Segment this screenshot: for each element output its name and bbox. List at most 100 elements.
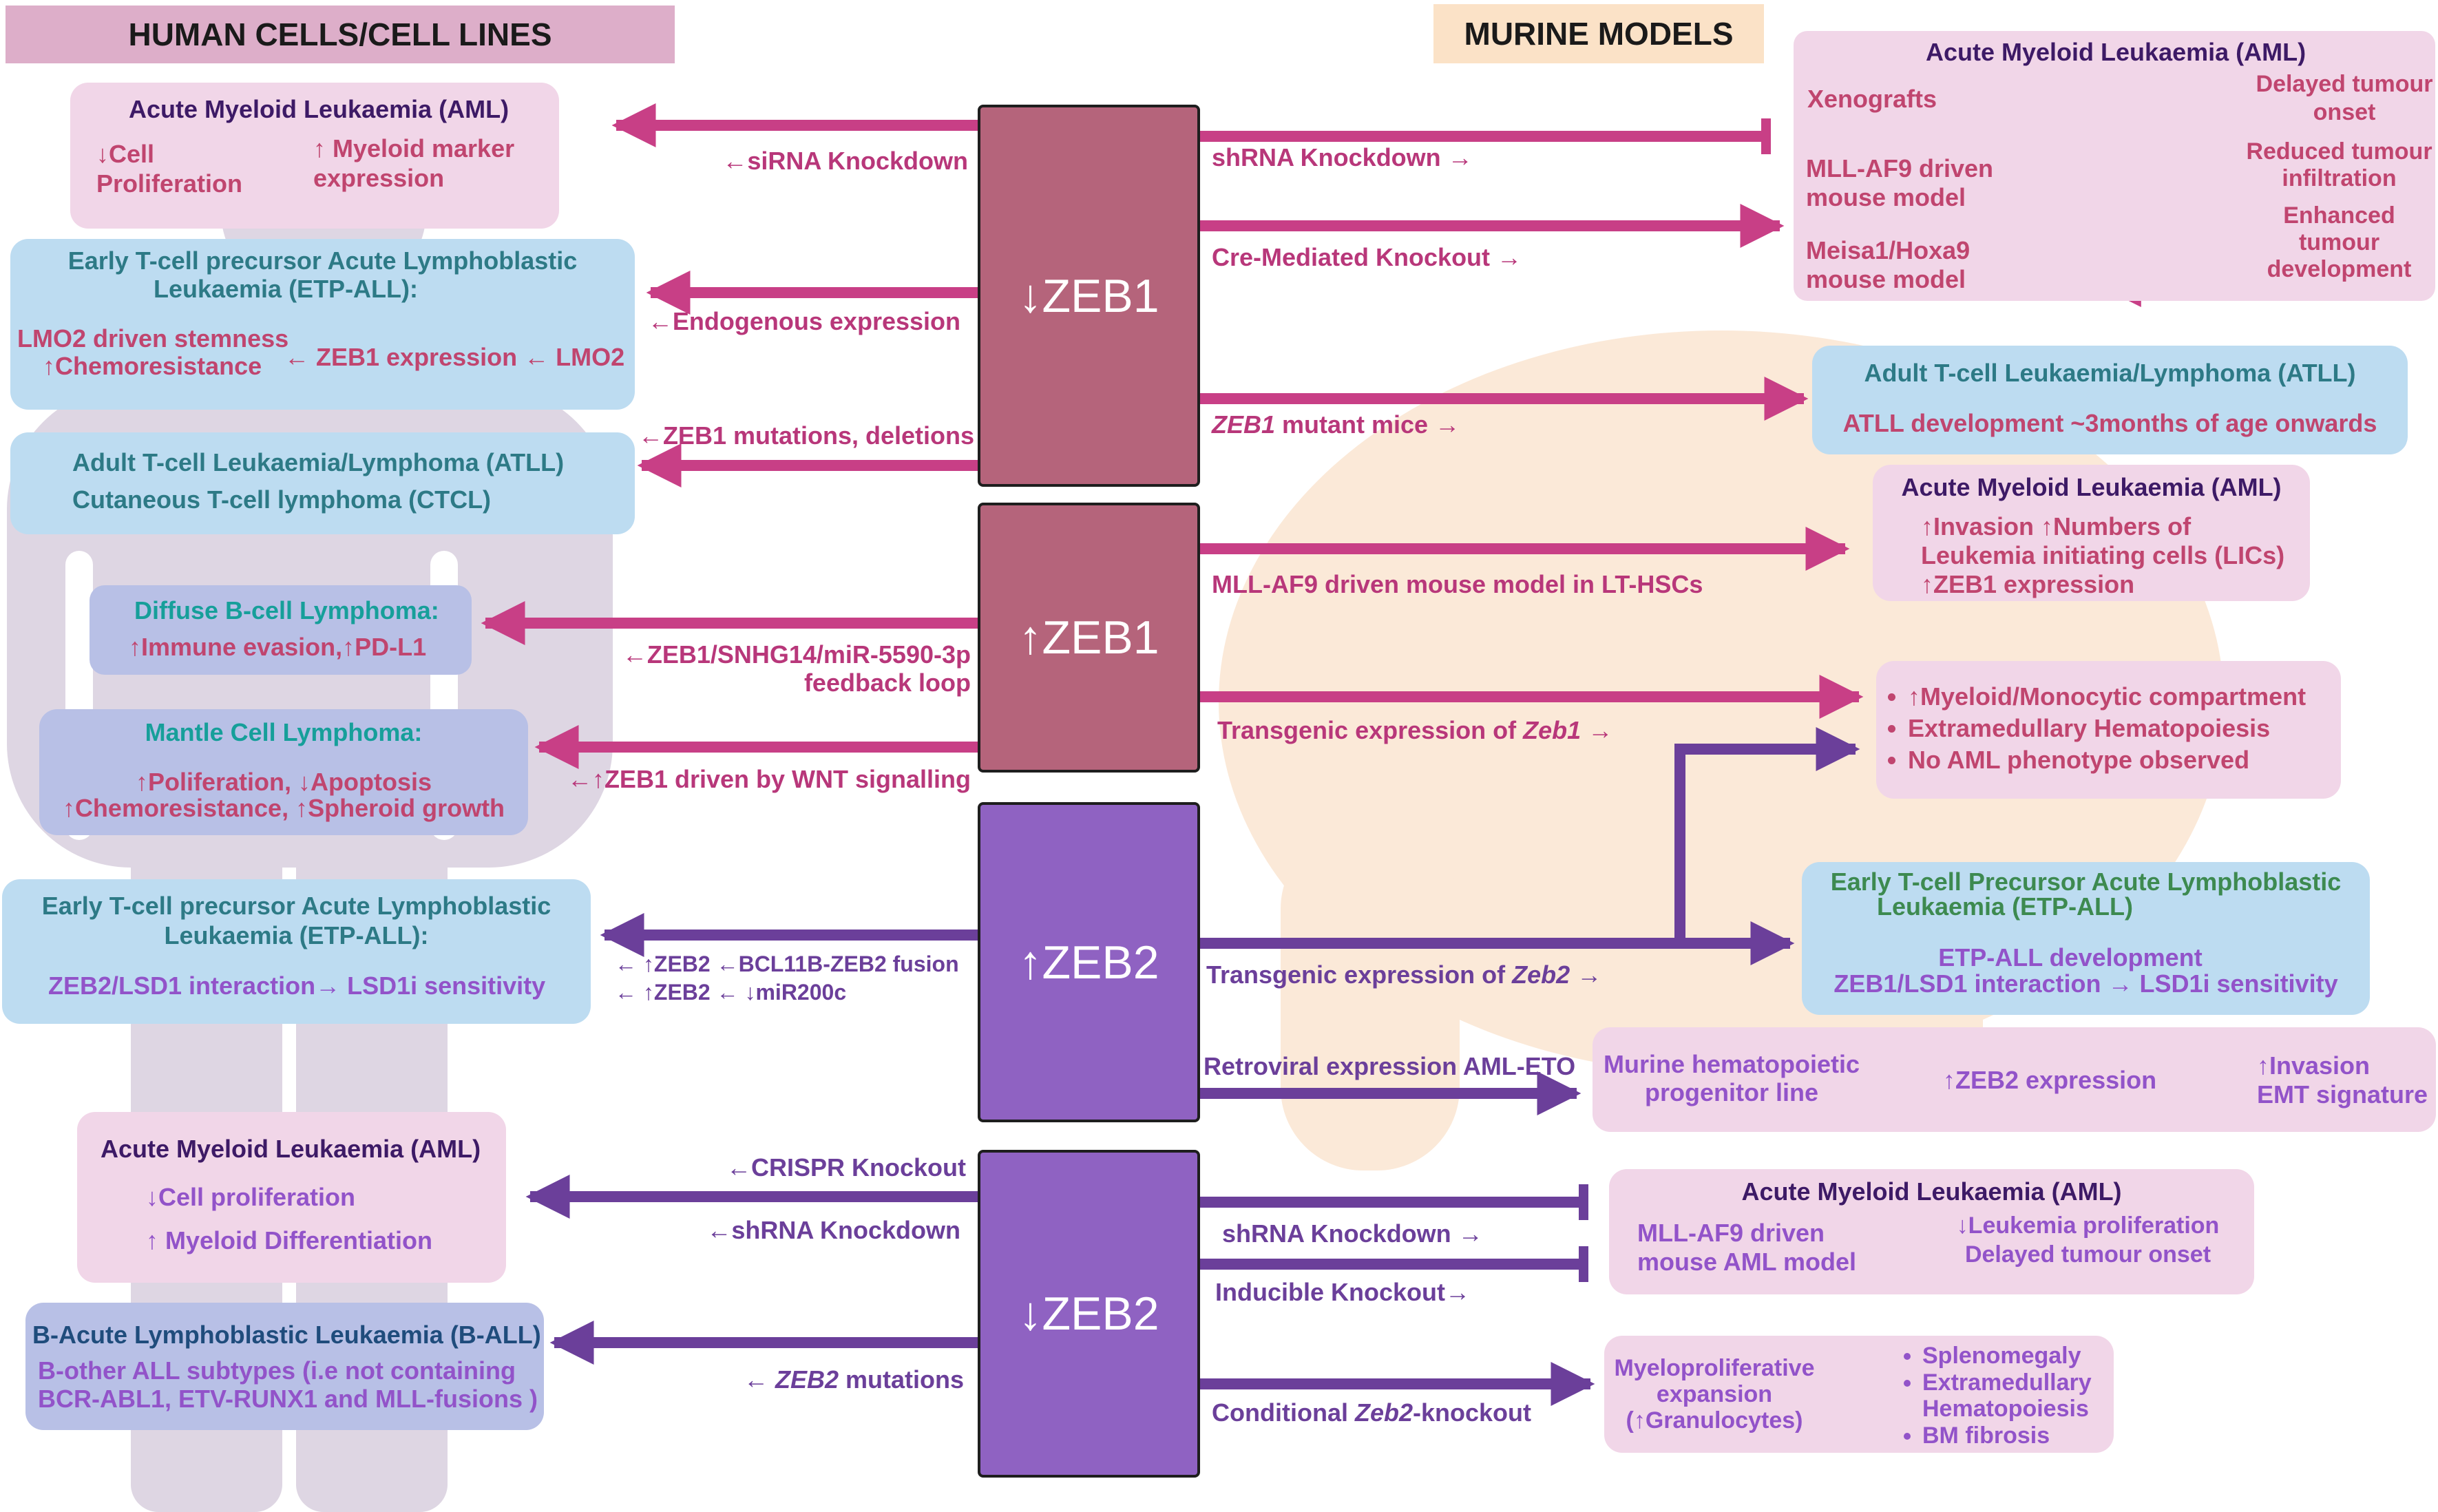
label-zeb2mut-rest: mutations — [838, 1365, 964, 1394]
murine-enhanced-c: development — [2267, 256, 2412, 282]
murine-reduced-a: Reduced tumour — [2246, 138, 2432, 165]
murine-mpe-list: Splenomegaly Extramedullary Hematopoiesi… — [1900, 1343, 2092, 1451]
label-crispr: ←CRISPR Knockout — [726, 1153, 966, 1182]
block-up-zeb2-label: ↑ZEB2 — [1018, 936, 1159, 989]
block-up-zeb1-label: ↑ZEB1 — [1018, 611, 1159, 664]
human-dlbcl-title: Diffuse B-cell Lymphoma: — [134, 596, 439, 624]
label-transgenic2-pre: Transgenic expression of — [1206, 960, 1513, 989]
label-mutant-rest: mutant mice → — [1275, 410, 1460, 439]
human-aml-1-right-a: ↑ Myeloid marker — [313, 134, 515, 162]
arrow-transgenic2-branch — [1200, 727, 1860, 949]
human-etp-box-2 — [2, 879, 591, 1024]
human-mcl-box — [39, 709, 528, 835]
murine-mll-top-b: mouse model — [1806, 183, 1966, 211]
label-conditional: Conditional Zeb2-knockout — [1212, 1400, 1531, 1426]
murine-myeloid-list: ↑Myeloid/Monocytic compartment Extramedu… — [1883, 684, 2306, 778]
label-zeb2mut-gene: ZEB2 — [775, 1365, 839, 1394]
label-mutant-gene: ZEB1 — [1212, 410, 1276, 439]
block-down-zeb1-label: ↓ZEB1 — [1018, 269, 1159, 322]
murine-hpc-c-2: EMT signature — [2257, 1080, 2428, 1109]
murine-mpe-a-3: (↑Granulocytes) — [1626, 1407, 1803, 1434]
human-aml-1-title: Acute Myeloid Leukaemia (AML) — [129, 95, 509, 123]
murine-mpe-a-2: expansion — [1656, 1381, 1773, 1407]
human-aml-box-2 — [77, 1112, 506, 1283]
human-etp-2-title-a: Early T-cell precursor Acute Lymphoblast… — [41, 892, 551, 920]
murine-hpc-a-1: Murine hematopoietic — [1603, 1050, 1860, 1078]
murine-mpe-box — [1604, 1336, 2114, 1453]
label-transgenic1-post: → — [1581, 716, 1613, 744]
murine-hpc-box — [1593, 1027, 2436, 1132]
label-mllaf9: MLL-AF9 driven mouse model in LT-HSCs — [1212, 570, 1703, 598]
murine-etp-body-a: ETP-ALL development — [1938, 943, 2203, 972]
header-murine: MURINE MODELS — [1433, 4, 1764, 63]
murine-myeloid-item-2: Extramedullary Hematopoiesis — [1908, 715, 2306, 742]
human-aml-box-1 — [70, 83, 559, 229]
label-snhg14-b: feedback loop — [803, 669, 971, 697]
murine-mpe-item-2: Extramedullary — [1922, 1370, 2092, 1396]
murine-mpe-item-4: BM fibrosis — [1922, 1423, 2092, 1449]
murine-aml-lics-body-b: Leukemia initiating cells (LICs) — [1921, 541, 2285, 569]
label-cre: Cre-Mediated Knockout → — [1212, 243, 1522, 271]
murine-atll-body: ATLL development ~3months of age onwards — [1842, 409, 2377, 437]
murine-aml-bottom-box — [1609, 1169, 2254, 1294]
label-inducible: Inducible Knockout→ — [1215, 1278, 1471, 1306]
human-atll-line-1: Adult T-cell Leukaemia/Lymphoma (ATLL) — [72, 448, 565, 476]
murine-aml-bottom-outcome-b: Delayed tumour onset — [1964, 1241, 2211, 1268]
human-mcl-title: Mantle Cell Lymphoma: — [145, 718, 423, 746]
block-down-zeb1: ↓ZEB1 — [978, 105, 1200, 487]
label-shrna2: ←shRNA Knockdown — [706, 1216, 960, 1244]
murine-mpe-item-3: Hematopoiesis — [1922, 1396, 2089, 1422]
murine-aml-bottom-outcome-a: ↓Leukemia proliferation — [1956, 1212, 2220, 1239]
murine-etp-box — [1802, 862, 2370, 1015]
human-atll-line-2: Cutaneous T-cell lymphoma (CTCL) — [72, 485, 492, 514]
label-bcl11b-a: ← ↑ZEB2 ←BCL11B-ZEB2 fusion — [615, 952, 959, 976]
murine-mpe-a-1: Myeloproliferative — [1614, 1355, 1815, 1381]
label-transgenic2: Transgenic expression of Zeb2 → — [1206, 962, 1601, 988]
label-conditional-post: -knockout — [1413, 1398, 1532, 1427]
human-aml-1-right-b: expression — [313, 164, 445, 192]
label-shrna3: shRNA Knockdown → — [1222, 1219, 1483, 1248]
murine-myeloid-box — [1876, 661, 2341, 799]
label-endogenous: ←Endogenous expression — [647, 307, 960, 335]
murine-myeloid-item-3: No AML phenotype observed — [1908, 746, 2306, 773]
murine-aml-bottom-model-b: mouse AML model — [1637, 1248, 1857, 1276]
murine-delayed-a: Delayed tumour — [2256, 71, 2433, 97]
human-etp-1-left-a: LMO2 driven stemness — [17, 324, 289, 353]
murine-meisa-a: Meisa1/Hoxa9 — [1806, 236, 1971, 264]
label-transgenic1-gene: Zeb1 — [1523, 716, 1581, 744]
label-retroviral: Retroviral expression AML-ETO — [1204, 1052, 1576, 1080]
human-aml-2-title: Acute Myeloid Leukaemia (AML) — [101, 1135, 481, 1163]
human-ball-body-b: BCR-ABL1, ETV-RUNX1 and MLL-fusions ) — [38, 1385, 538, 1413]
block-up-zeb1: ↑ZEB1 — [978, 503, 1200, 773]
murine-etp-body-b: ZEB1/LSD1 interaction → LSD1i sensitivit… — [1833, 969, 2338, 998]
murine-hpc-a-2: progenitor line — [1645, 1078, 1818, 1106]
human-dlbcl-box — [90, 585, 472, 675]
murine-aml-lics-body-c: ↑ZEB1 expression — [1921, 570, 2135, 598]
murine-atll-box — [1812, 346, 2408, 454]
human-dlbcl-body: ↑Immune evasion,↑PD-L1 — [129, 633, 427, 661]
human-etp-1-left-b: ↑Chemoresistance — [43, 352, 262, 380]
murine-etp-title-b: Leukaemia (ETP-ALL) — [1876, 892, 2134, 921]
block-up-zeb2: ↑ZEB2 — [978, 802, 1200, 1122]
label-shrna1: shRNA Knockdown → — [1212, 143, 1473, 171]
label-mutations: ←ZEB1 mutations, deletions — [638, 421, 974, 450]
murine-hpc-b: ↑ZEB2 expression — [1943, 1066, 2157, 1094]
label-zeb2mut-arrow: ← — [743, 1365, 775, 1394]
human-aml-2-body-b: ↑ Myeloid Differentiation — [146, 1226, 433, 1254]
block-down-zeb2: ↓ZEB2 — [978, 1150, 1200, 1478]
human-etp-1-right: ← ZEB1 expression ← LMO2 — [284, 343, 625, 371]
header-human-label: HUMAN CELLS/CELL LINES — [128, 17, 552, 52]
murine-aml-lics-body-a: ↑Invasion ↑Numbers of — [1921, 512, 2192, 540]
label-wnt: ←↑ZEB1 driven by WNT signalling — [567, 765, 971, 793]
label-transgenic2-gene: Zeb2 — [1512, 960, 1570, 989]
label-conditional-pre: Conditional — [1212, 1398, 1355, 1427]
murine-aml-lics-title: Acute Myeloid Leukaemia (AML) — [1901, 473, 2282, 501]
murine-mll-top-a: MLL-AF9 driven — [1806, 154, 1994, 182]
block-down-zeb2-label: ↓ZEB2 — [1018, 1288, 1159, 1340]
human-etp-1-title-b: Leukaemia (ETP-ALL): — [153, 275, 419, 303]
murine-aml-top-title: Acute Myeloid Leukaemia (AML) — [1926, 38, 2306, 66]
human-etp-2-title-b: Leukaemia (ETP-ALL): — [164, 921, 429, 949]
murine-enhanced-b: tumour — [2298, 229, 2380, 255]
human-aml-1-left-a: ↓Cell — [96, 140, 155, 168]
label-conditional-gene: Zeb2 — [1354, 1398, 1413, 1427]
